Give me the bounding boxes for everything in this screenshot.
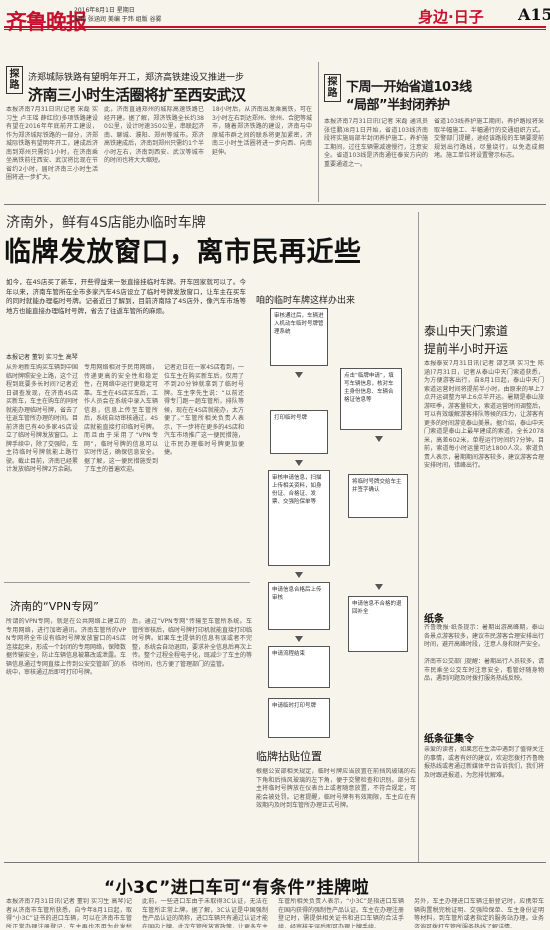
flow-step-upload: 申请信息合格后上传审核 xyxy=(268,582,330,630)
sidebar-headline-line2: 提前半小时开运 xyxy=(424,342,509,356)
flow-step-return: 申请信息不合格的退回补全 xyxy=(348,596,408,652)
sidebar-info-body: 济南市公交部门提醒：暑期出行人员较多，请市民乘坐公交车时注意安全，看管好随身物品… xyxy=(424,658,544,682)
vpn-divider xyxy=(4,582,250,583)
flow-arrow xyxy=(375,584,383,590)
page-number: A15 xyxy=(518,5,550,24)
story1-tag: 探路 xyxy=(6,66,23,94)
bottom-headline: “小3C”进口车可“有条件”挂牌啦 xyxy=(104,878,370,898)
section-name: 身边·日子 xyxy=(418,8,484,26)
flow-arrow xyxy=(295,636,303,642)
feature-title: 临牌发放窗口，离市民再近些 xyxy=(4,237,362,268)
feature-col2: 专用网络相对于民用网络，传递更高的安全性和稳定性，在网络中运行更稳定可靠。车主在… xyxy=(84,364,158,473)
story2-col1: 本报济南7月31日讯(记者 宋磊 通讯员 张佳鹏)8月1日开始，省道103线济南… xyxy=(324,118,428,168)
story1-col1: 本报济南7月31日讯(记者 宋磊 实习生 卢王瑶 薛红欣)多项铁路建设有望在20… xyxy=(6,106,98,181)
flow-arrow xyxy=(295,460,303,466)
flow-step-start: 申请临时打印号牌 xyxy=(268,698,330,738)
issue-date: 2016年8月1日 星期日 xyxy=(74,7,135,14)
sidebar-box-label: 纸条 xyxy=(424,614,444,625)
flow-arrow xyxy=(295,572,303,578)
flow-step-end: 申请流程结束 xyxy=(268,646,330,688)
story1-col2: 此，济南直通郑州的城际高速铁路已经开建。据了解，郑济铁路全长约380公里，设计时… xyxy=(104,106,204,164)
sidebar-headline-line1: 泰山中天门索道 xyxy=(424,324,509,338)
column-divider xyxy=(318,62,319,202)
bottom-col3: 车管所相关负责人表示，“小3C”是指进口车辆在国内获得的强制性产品认证。车主在办… xyxy=(278,898,404,928)
flow-step-review: 审核申请信息，扫描上传相关资料，如身份证、合格证、发票、交强险保单等 xyxy=(268,470,330,566)
vpn-col1: 所谓的VPN专网，就是在公共网络上建立的专用网络，进行加密通讯。济南车管所的VP… xyxy=(6,618,126,676)
feature-byline: 本报记者 董钊 实习生 高琴 xyxy=(6,354,78,361)
story2-col2: 省道103线养护施工期间，养护路段将采取半幅施工、半幅通行的交通组织方式。交警部… xyxy=(434,118,544,159)
masthead-rule xyxy=(4,26,546,28)
bottom-col4: 另外，车主办理进口车辆注册登记时，应携带车辆购置税完税证明、交强险保单、车主身份… xyxy=(414,898,544,928)
section-divider xyxy=(4,204,546,205)
story1-col3: 18小时后，从济南出发乘高铁，可在3小时左右到达郑州、徐州、合肥等城市，随着郑济… xyxy=(212,106,312,156)
pickup-title: 临牌拈贴位置 xyxy=(256,750,322,763)
story1-kicker: 济郑城际铁路有望明年开工，郑济高铁建设又推进一步 xyxy=(28,73,245,83)
sidebar-section-body: 亲爱的读者，如果您在生活中遇到了值得关注的事情，或者有好的建议，欢迎您拨打齐鲁晚… xyxy=(424,746,544,779)
issue-editors: 编辑 张涵润 美编 于玮 组版 谷雾 xyxy=(74,16,162,23)
flow-arrow xyxy=(375,436,383,442)
flow-step-apply: 点击“临牌申请”，填写车辆信息，核对车主身份信息、车辆合格证信息等 xyxy=(340,368,402,430)
sidebar-section-label: 纸条征集令 xyxy=(424,734,474,745)
bottom-divider xyxy=(4,862,546,863)
story1-headline: 济南三小时生活圈将扩至西安武汉 xyxy=(28,86,246,104)
flow-step-handover: 将临时号牌交给车主并签字确认 xyxy=(348,474,408,518)
feature-kicker: 济南外，鲜有4S店能办临时车牌 xyxy=(6,215,206,231)
bottom-col1: 本报济南7月31日讯(记者 董钊 实习生 高琴)记者从济南市车管所获悉，自今年8… xyxy=(6,898,132,928)
feature-col3: 记者近日在一家4S店看到，一位车主在购买新车后，仅用了不到20分钟就拿到了临时号… xyxy=(164,364,244,456)
sidebar-box-body: 齐鲁晚报·纸条提示：暑期出游高峰期，泰山各景点游客较多，建议市民游客合理安排出行… xyxy=(424,624,544,648)
flow-step-print: 打印临时号牌 xyxy=(270,410,328,454)
sidebar-body: 本报泰安7月31日讯(记者 邵艺琪 实习生 陈涵)7月31日，记者从泰山中天门索… xyxy=(424,360,544,469)
story2-headline-line2: “局部”半封闭养护 xyxy=(346,98,450,113)
feature-col1: 从外地新车购买车辆到中国临时牌照安全上路，这个过程到底要多长时间?记者近日调查发… xyxy=(6,364,78,473)
pickup-body: 根据公安部相关规定，临时号牌应当放置在前挡风玻璃的右下角和后挡风玻璃的左下角，便… xyxy=(256,768,416,809)
issue-meta: 2016年8月1日 星期日 编辑 张涵润 美编 于玮 组版 谷雾 xyxy=(74,6,194,24)
vpn-title: 济南的“VPN专网” xyxy=(10,600,99,613)
flow-step-system: 审核通过后，车辆进入机动车临时号牌管理系统 xyxy=(270,308,328,366)
story2-headline-line1: 下周一开始省道103线 xyxy=(346,80,472,95)
story2-tag: 探路 xyxy=(324,74,341,102)
feature-lead: 如今，在4S店买了新车，开些得益来一张直接挂临时车牌。开车回家就可以了。今年以来… xyxy=(6,278,246,315)
flow-arrow xyxy=(295,372,303,378)
sidebar-divider xyxy=(418,212,419,862)
vpn-col2: 后，通过“VPN专网”传输至车管所系统。车管所审核后，临时号牌打印机就能直接打印… xyxy=(132,618,252,668)
masthead-rule-thin xyxy=(4,29,546,30)
diagram-title: 咱的临时车牌这样办出来 xyxy=(256,296,356,306)
bottom-col2: 此前，一些进口车由于未取得3C认证，无法在车管所正常上牌。据了解，3C认证是中国… xyxy=(142,898,268,928)
